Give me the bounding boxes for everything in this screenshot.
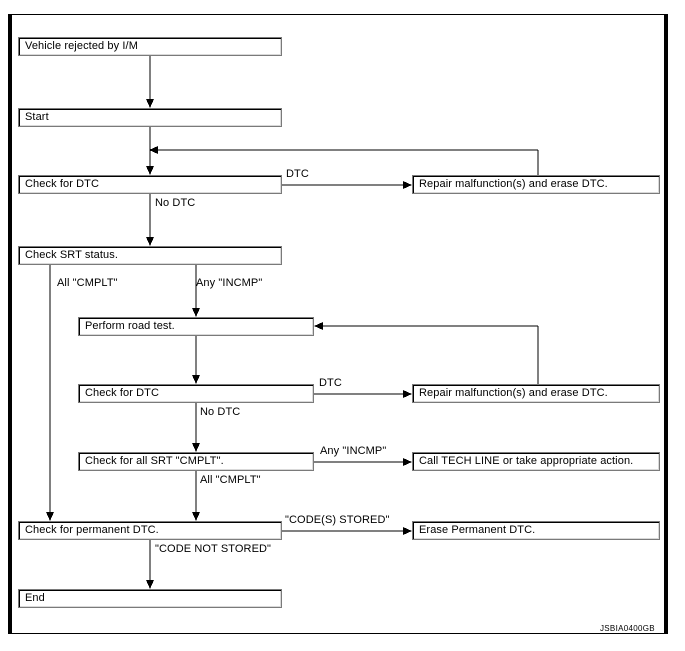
node-label: Check for permanent DTC.	[25, 524, 159, 536]
node-end[interactable]: End	[18, 589, 282, 608]
edge-label-dtc-1: DTC	[286, 168, 309, 180]
connector-all-srt-to-tech-line	[314, 458, 412, 466]
node-check-for-dtc-2[interactable]: Check for DTC	[78, 384, 314, 403]
figure-id-label: JSBIA0400GB	[600, 624, 655, 633]
connector-vehicle-to-start	[146, 56, 154, 108]
connector-all-srt-to-perm-dtc	[192, 471, 200, 521]
node-call-tech-line[interactable]: Call TECH LINE or take appropriate actio…	[412, 452, 660, 471]
node-check-for-all-srt-cmplt[interactable]: Check for all SRT "CMPLT".	[78, 452, 314, 471]
connector-check-dtc-to-repair1	[282, 181, 412, 189]
edge-label-no-dtc-1: No DTC	[155, 197, 196, 209]
connector-check-srt-to-road-test	[192, 265, 200, 317]
edge-label-code-not-stored: "CODE NOT STORED"	[155, 543, 272, 555]
connector-check-dtc2-to-repair2	[314, 390, 412, 398]
node-label: Repair malfunction(s) and erase DTC.	[419, 178, 608, 190]
node-label: Erase Permanent DTC.	[419, 524, 536, 536]
node-label: Repair malfunction(s) and erase DTC.	[419, 387, 608, 399]
edge-label-all-cmplt-1: All "CMPLT"	[57, 277, 118, 289]
node-label: Vehicle rejected by I/M	[25, 40, 138, 52]
node-start[interactable]: Start	[18, 108, 282, 127]
connector-repair2-feedback-loop	[314, 322, 539, 384]
node-label: Call TECH LINE or take appropriate actio…	[419, 455, 634, 467]
edge-label-no-dtc-2: No DTC	[200, 406, 241, 418]
connector-perm-dtc-to-erase	[282, 527, 412, 535]
node-check-for-dtc-1[interactable]: Check for DTC	[18, 175, 282, 194]
connector-repair1-feedback-loop	[149, 146, 539, 175]
node-label: Start	[25, 111, 49, 123]
node-label: End	[25, 592, 45, 604]
node-perform-road-test[interactable]: Perform road test.	[78, 317, 314, 336]
edge-label-any-incmp-2: Any "INCMP"	[320, 445, 387, 457]
node-repair-malfunctions-2[interactable]: Repair malfunction(s) and erase DTC.	[412, 384, 660, 403]
connector-start-to-check-dtc	[146, 127, 154, 175]
node-vehicle-rejected[interactable]: Vehicle rejected by I/M	[18, 37, 282, 56]
connector-road-test-to-check-dtc2	[192, 336, 200, 384]
diagram-frame	[8, 14, 668, 634]
node-label: Perform road test.	[85, 320, 175, 332]
node-repair-malfunctions-1[interactable]: Repair malfunction(s) and erase DTC.	[412, 175, 660, 194]
edge-label-codes-stored: "CODE(S) STORED"	[285, 514, 390, 526]
edge-label-any-incmp-1: Any "INCMP"	[196, 277, 263, 289]
edge-label-dtc-2: DTC	[319, 377, 342, 389]
node-erase-permanent-dtc[interactable]: Erase Permanent DTC.	[412, 521, 660, 540]
connector-check-dtc-to-check-srt	[146, 194, 154, 246]
connector-perm-dtc-to-end	[146, 540, 154, 589]
node-check-srt-status[interactable]: Check SRT status.	[18, 246, 282, 265]
node-label: Check SRT status.	[25, 249, 118, 261]
node-label: Check for all SRT "CMPLT".	[85, 455, 224, 467]
connector-check-dtc2-to-all-srt	[192, 403, 200, 452]
node-label: Check for DTC	[25, 178, 100, 190]
edge-label-all-cmplt-2: All "CMPLT"	[200, 474, 261, 486]
node-label: Check for DTC	[85, 387, 160, 399]
node-check-for-permanent-dtc[interactable]: Check for permanent DTC.	[18, 521, 282, 540]
connector-check-srt-all-cmplt-left-branch	[46, 265, 54, 521]
